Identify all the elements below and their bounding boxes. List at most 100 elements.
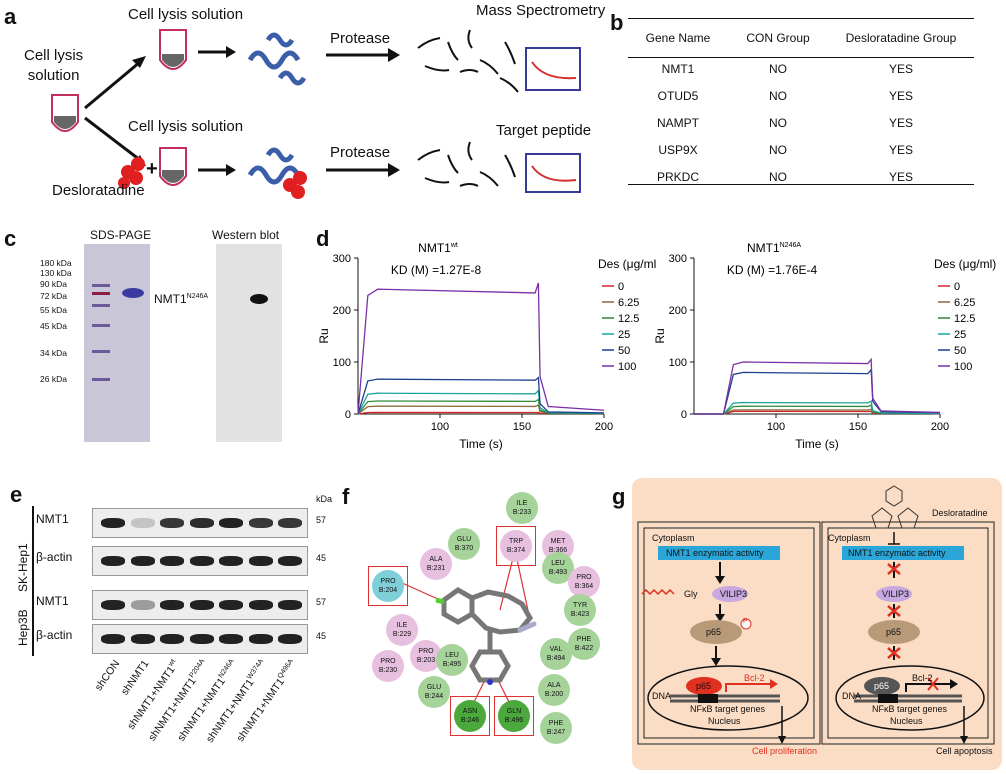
table-row: NAMPT NO YES [628,109,974,136]
blot-band [101,518,125,528]
protease-top-label: Protease [330,30,391,47]
ligand-structure [399,549,537,705]
legend-label: 6.25 [618,297,639,309]
chart-title-main: NMT1 [418,241,451,255]
cytoplasm-label: Cytoplasm [652,533,695,543]
table-cell: NO [769,169,787,184]
bcl2-label: Bcl-2 [912,673,933,683]
x-axis-label: Time (s) [459,437,503,451]
blot-strip [92,624,308,654]
blot-row-label: β-actin [36,550,73,564]
blot-band [219,556,243,566]
blot-band [130,518,155,528]
blot-kda-label: 57 [316,515,327,525]
cell-lysis-bottom-label: Cell lysis solution [128,118,244,135]
blot-band [160,634,184,644]
y-tick-label: 200 [669,305,687,317]
table-cell: NAMPT [657,115,699,130]
sds-page-title: SDS-PAGE [90,228,152,242]
table-cell: YES [888,61,913,76]
marker-label: 180 kDa [40,258,72,268]
table-cell: USP9X [658,142,698,157]
sds-page-gel [84,244,150,442]
protein-label-main: NMT1 [154,292,187,306]
protein-icon [247,32,307,86]
kda-header: kDa [316,494,333,504]
p65-nuclear-label: p65 [696,681,712,691]
interaction-highlight-box [450,696,490,736]
panel-label-a: a [4,4,17,29]
panel-label-c: c [4,226,17,251]
blot-band [189,556,214,566]
protein-label: NMT1N246A [154,292,208,306]
table-cell: OTUD5 [657,88,699,103]
chart-title-sup: wt [450,242,458,249]
dna-label: DNA [842,691,862,701]
blot-band [219,600,243,610]
lane-label: shCON [92,658,122,694]
pathway-panel [632,478,1002,770]
marker-label: 130 kDa [40,268,72,278]
series-line [694,399,941,415]
legend-label: 12.5 [954,313,975,325]
x-tick-label: 150 [849,421,867,433]
apoptosis-label: Cell apoptosis [936,746,993,756]
tube-icon [51,94,79,132]
blot-kda-label: 57 [316,597,327,607]
table-cell: YES [888,115,913,130]
western-blot-title: Western blot [212,228,280,242]
table-cell: PRKDC [656,169,699,184]
blot-band [189,600,214,610]
table-cell: NO [769,115,787,130]
cytoplasm-label: Cytoplasm [828,533,871,543]
y-tick-label: 100 [333,357,351,369]
nfkb-label: NFκB target genes [872,704,948,714]
gly-label: Gly [684,589,698,599]
nucleus-label: Nucleus [890,716,923,726]
blot-band [189,634,214,644]
blot-band [130,634,155,644]
blot-band [248,634,273,644]
blot-band [278,634,302,644]
proliferation-label: Cell proliferation [752,746,818,756]
table-header: Gene Name [645,30,711,45]
blot-band [278,600,302,610]
blot-band [101,600,125,610]
marker-label: 34 kDa [40,348,67,358]
blot-band [248,556,273,566]
gene-table: Gene Name CON Group Desloratadine Group … [628,24,974,190]
table-cell: NO [769,88,787,103]
y-tick-label: 0 [681,409,687,421]
series-line [357,376,605,415]
drug-icon [283,171,307,199]
legend-label: 0 [954,281,960,293]
table-cell: YES [888,169,913,184]
tube-icon [159,147,187,186]
chart-title: NMT1N246A [747,241,801,255]
blot-band [189,518,214,528]
peptide-fragments-icon [417,29,519,93]
table-row: PRKDC NO YES [628,163,974,190]
y-axis-label: Ru [317,328,331,343]
blot-band [160,556,184,566]
p65-label: p65 [886,627,902,637]
p65-nuclear-label: p65 [874,681,890,691]
blot-band [219,634,243,644]
table-cell: YES [888,142,913,157]
cell-lysis-top-label: Cell lysis solution [128,6,244,23]
plus-sign: + [146,158,158,180]
blot-band [278,556,302,566]
blot-band [248,600,273,610]
blot-kda-label: 45 [316,553,327,563]
vilip3-label: VILIP3 [720,589,748,599]
